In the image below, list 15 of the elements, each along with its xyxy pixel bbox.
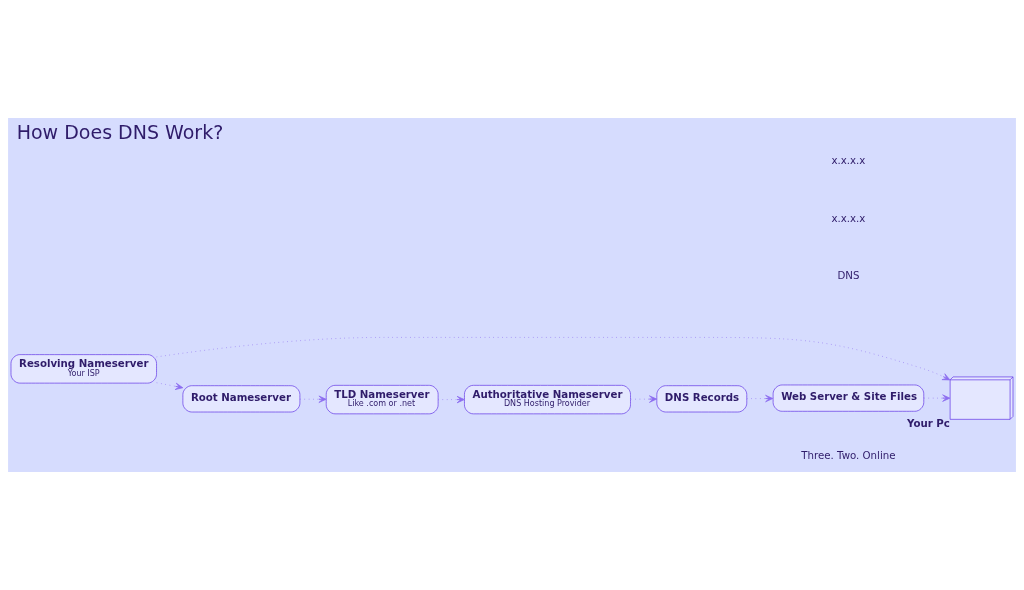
arrow	[630, 395, 658, 403]
arrow	[746, 394, 774, 403]
arrow	[437, 395, 465, 404]
node-box: Root Nameserver	[182, 385, 301, 413]
node-label: Your Pc	[906, 417, 950, 429]
node-box: DNS Records	[656, 385, 748, 413]
diagram-title: How Does DNS Work?	[16, 121, 224, 144]
arrow	[923, 394, 951, 402]
label: DNS	[837, 270, 860, 282]
arrow	[156, 382, 184, 390]
node-box: Web Server & Site Files	[772, 384, 925, 412]
label: x.x.x.x	[831, 212, 866, 224]
arrow	[299, 395, 327, 403]
label: Three. Two. Online	[801, 449, 896, 461]
label: x.x.x.x	[831, 154, 866, 166]
